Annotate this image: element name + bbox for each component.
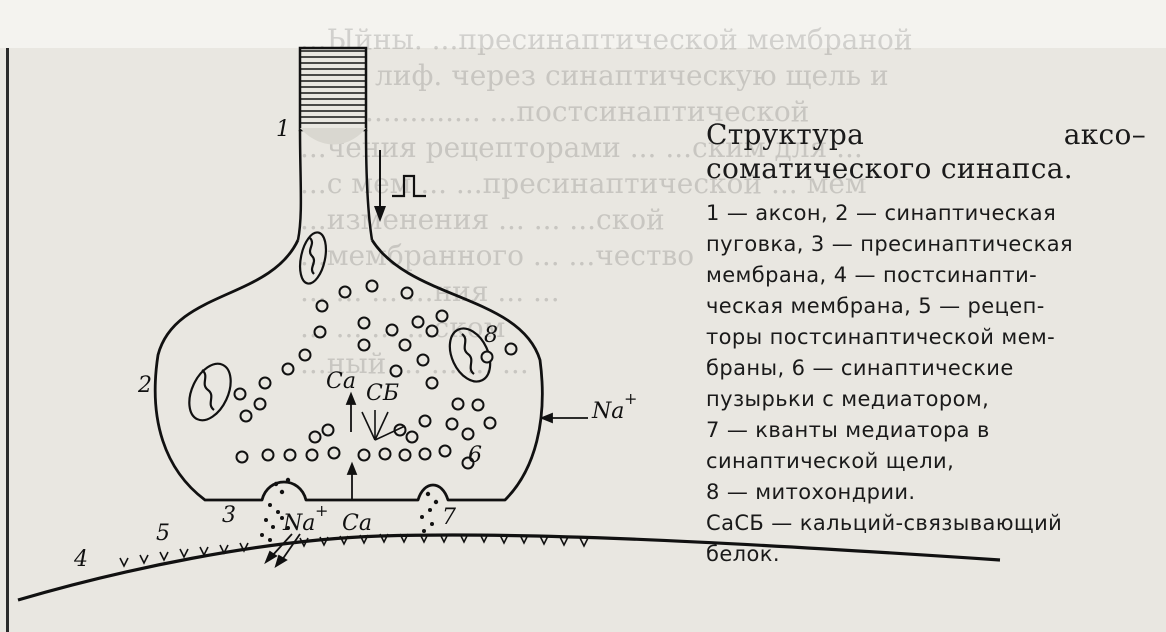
mediator-quanta xyxy=(260,477,439,542)
mitochondrion xyxy=(298,231,328,285)
caption-line: синаптической щели, xyxy=(706,449,955,473)
label-na-upper: Na xyxy=(591,399,624,424)
label-2: 2 xyxy=(137,373,152,398)
caption-line: браны, 6 — синаптические xyxy=(706,356,1014,380)
caption-line: мембрана, 4 — постсинапти- xyxy=(706,263,1038,287)
caption-body: 1 — аксон, 2 — синаптическая пуговка, 3 … xyxy=(706,198,1146,570)
label-csb: СБ xyxy=(366,381,399,406)
ion-arrows xyxy=(264,391,588,568)
label-ca-upper: Ca xyxy=(326,369,356,394)
mitochondrion xyxy=(188,362,232,422)
caption-line: ческая мембрана, 5 — рецеп- xyxy=(706,294,1045,318)
caption-line: 7 — кванты медиатора в xyxy=(706,418,990,442)
left-border-line xyxy=(6,48,9,632)
csb-arrows xyxy=(361,410,406,441)
label-1: 1 xyxy=(276,117,290,142)
caption-line: белок. xyxy=(706,542,780,566)
diagram-labels: 1 2 3 4 5 6 7 8 Ca СБ Na + Na + Ca xyxy=(73,117,637,572)
label-6: 6 xyxy=(468,443,482,468)
action-potential-arrow xyxy=(374,150,426,222)
label-7: 7 xyxy=(442,505,456,530)
na-upper-arrow xyxy=(539,412,588,424)
figure-caption: Структура аксо–соматического синапса. 1 … xyxy=(706,118,1146,570)
caption-line: пузырьки с медиатором, xyxy=(706,387,990,411)
ca-upper-arrow xyxy=(345,391,357,432)
caption-line: СаСБ — кальций-связывающий xyxy=(706,511,1063,535)
label-na-lower-sup: + xyxy=(315,501,328,520)
synaptic-bouton xyxy=(153,239,544,502)
synaptic-vesicles xyxy=(233,279,518,470)
axon xyxy=(296,46,374,241)
top-margin xyxy=(0,0,1166,48)
na-lower-arrow xyxy=(264,533,301,568)
label-3: 3 xyxy=(222,503,236,528)
caption-line: пуговка, 3 — пресинаптическая xyxy=(706,232,1074,256)
label-8: 8 xyxy=(484,323,498,348)
label-ca-lower: Ca xyxy=(342,511,372,536)
label-na-upper-sup: + xyxy=(624,389,637,408)
postsynaptic-membrane xyxy=(17,533,1001,602)
receptors xyxy=(119,533,589,568)
ca-lower-arrow xyxy=(346,461,358,500)
caption-line: торы постсинаптической мем- xyxy=(706,325,1056,349)
label-4: 4 xyxy=(73,547,88,572)
mitochondria xyxy=(188,231,492,422)
mitochondrion xyxy=(448,327,492,383)
caption-title: Структура аксо–соматического синапса. xyxy=(706,118,1146,185)
label-5: 5 xyxy=(156,521,170,546)
label-na-lower: Na xyxy=(282,511,315,536)
caption-line: 8 — митохондрии. xyxy=(706,480,916,504)
caption-line: 1 — аксон, 2 — синаптическая xyxy=(706,201,1057,225)
